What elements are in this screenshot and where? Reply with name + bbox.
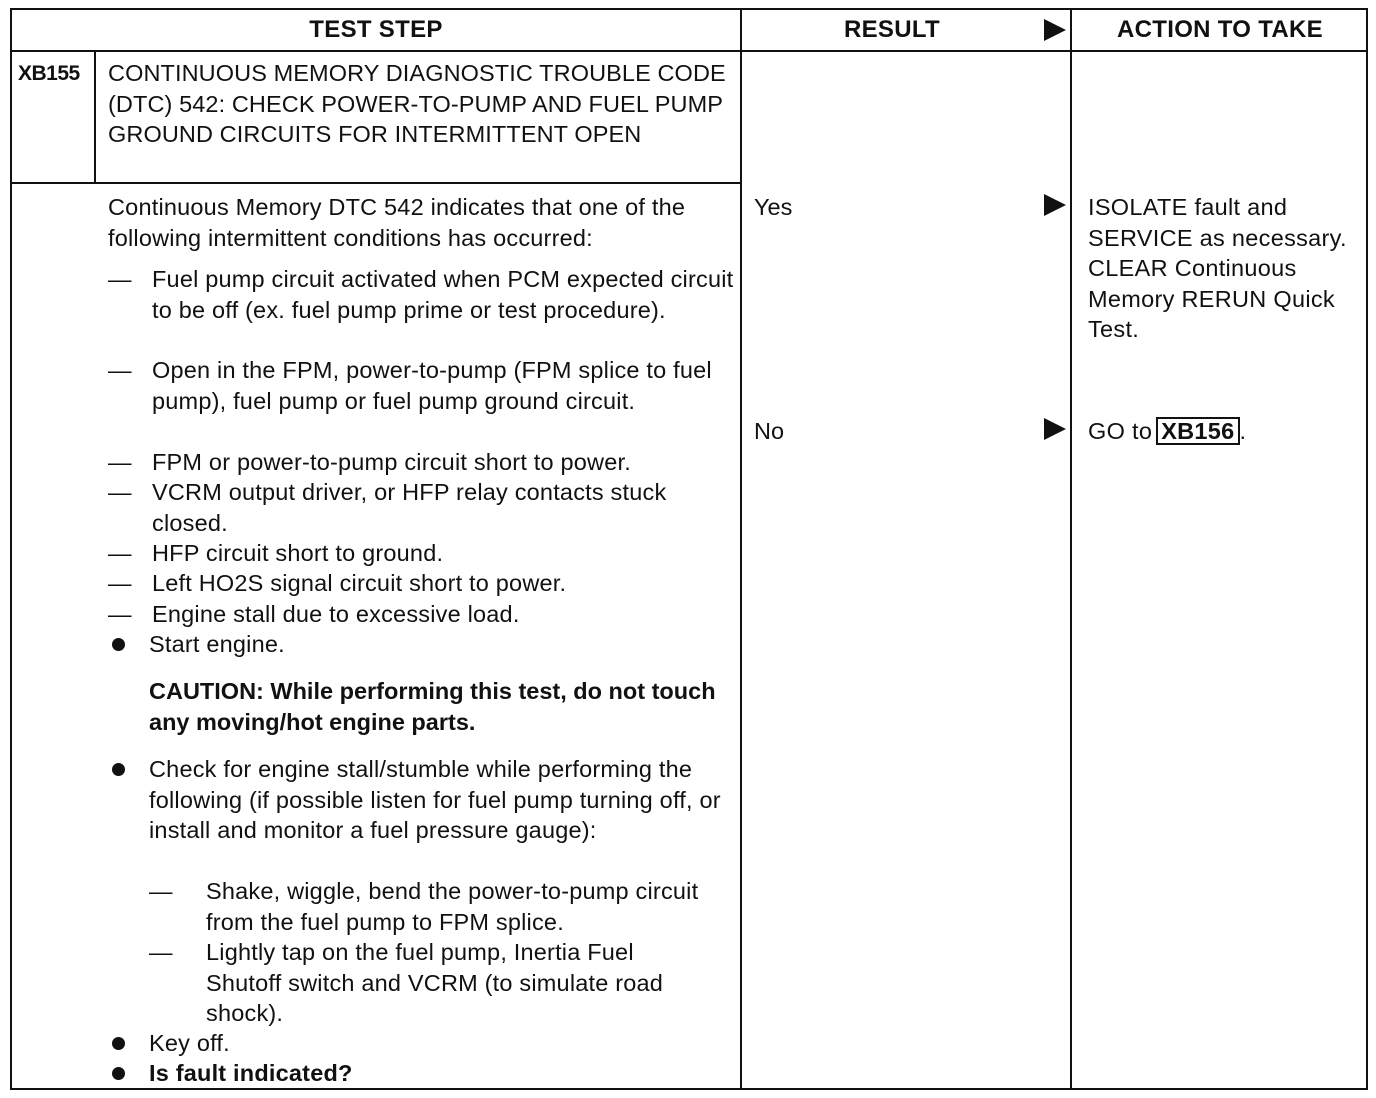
caution-note: CAUTION: While performing this test, do … bbox=[149, 678, 716, 735]
header-test-step: TEST STEP bbox=[309, 16, 443, 43]
step-id: XB155 bbox=[18, 62, 80, 85]
condition-text: Left HO2S signal circuit short to power. bbox=[152, 570, 567, 596]
diagnostic-table: TEST STEP RESULT ACTION TO TAKE XB155 CO… bbox=[10, 8, 1368, 1090]
dash-marker: — bbox=[108, 266, 132, 292]
dash-marker: — bbox=[108, 479, 132, 505]
question-text: Is fault indicated? bbox=[149, 1060, 353, 1086]
action-no-suffix: . bbox=[1239, 418, 1247, 444]
condition-text: Fuel pump circuit activated when PCM exp… bbox=[152, 266, 734, 323]
condition-text: VCRM output driver, or HFP relay contact… bbox=[152, 479, 667, 536]
condition-text: Engine stall due to excessive load. bbox=[152, 601, 520, 627]
title-divider bbox=[12, 182, 740, 184]
dash-marker: — bbox=[149, 939, 173, 965]
condition-text: FPM or power-to-pump circuit short to po… bbox=[152, 449, 631, 475]
step-id-divider bbox=[94, 50, 96, 184]
step-title: CONTINUOUS MEMORY DIAGNOSTIC TROUBLE COD… bbox=[108, 60, 726, 147]
dash-marker: — bbox=[108, 570, 132, 596]
goto-step-link[interactable]: XB156 bbox=[1156, 417, 1240, 445]
result-yes-arrow-icon bbox=[1044, 194, 1066, 216]
condition-text: HFP circuit short to ground. bbox=[152, 540, 444, 566]
action-yes: ISOLATE fault and SERVICE as necessary. … bbox=[1088, 194, 1347, 342]
condition-text: Open in the FPM, power-to-pump (FPM spli… bbox=[152, 357, 712, 414]
dash-marker: — bbox=[108, 540, 132, 566]
dash-marker: — bbox=[149, 878, 173, 904]
header-arrow-icon bbox=[1044, 19, 1066, 41]
dash-marker: — bbox=[108, 601, 132, 627]
result-no-arrow-icon bbox=[1044, 418, 1066, 440]
result-yes: Yes bbox=[754, 194, 793, 220]
bullet-dot bbox=[112, 763, 125, 776]
bullet-text: Check for engine stall/stumble while per… bbox=[149, 756, 721, 843]
column-divider-action bbox=[1070, 10, 1072, 1088]
header-result: RESULT bbox=[843, 16, 941, 43]
bullet-dot bbox=[112, 1037, 125, 1050]
column-divider-result bbox=[740, 10, 742, 1088]
sub-condition-text: Lightly tap on the fuel pump, Inertia Fu… bbox=[206, 939, 664, 1026]
step-intro: Continuous Memory DTC 542 indicates that… bbox=[108, 194, 686, 251]
action-no-prefix: GO to bbox=[1088, 418, 1153, 444]
header-divider bbox=[12, 50, 1366, 52]
result-no: No bbox=[754, 418, 785, 444]
header-action: ACTION TO TAKE bbox=[1117, 16, 1323, 43]
sub-condition-text: Shake, wiggle, bend the power-to-pump ci… bbox=[206, 878, 699, 935]
bullet-dot bbox=[112, 638, 125, 651]
dash-marker: — bbox=[108, 357, 132, 383]
bullet-text: Start engine. bbox=[149, 631, 285, 657]
dash-marker: — bbox=[108, 449, 132, 475]
bullet-text: Key off. bbox=[149, 1030, 230, 1056]
bullet-dot bbox=[112, 1067, 125, 1080]
